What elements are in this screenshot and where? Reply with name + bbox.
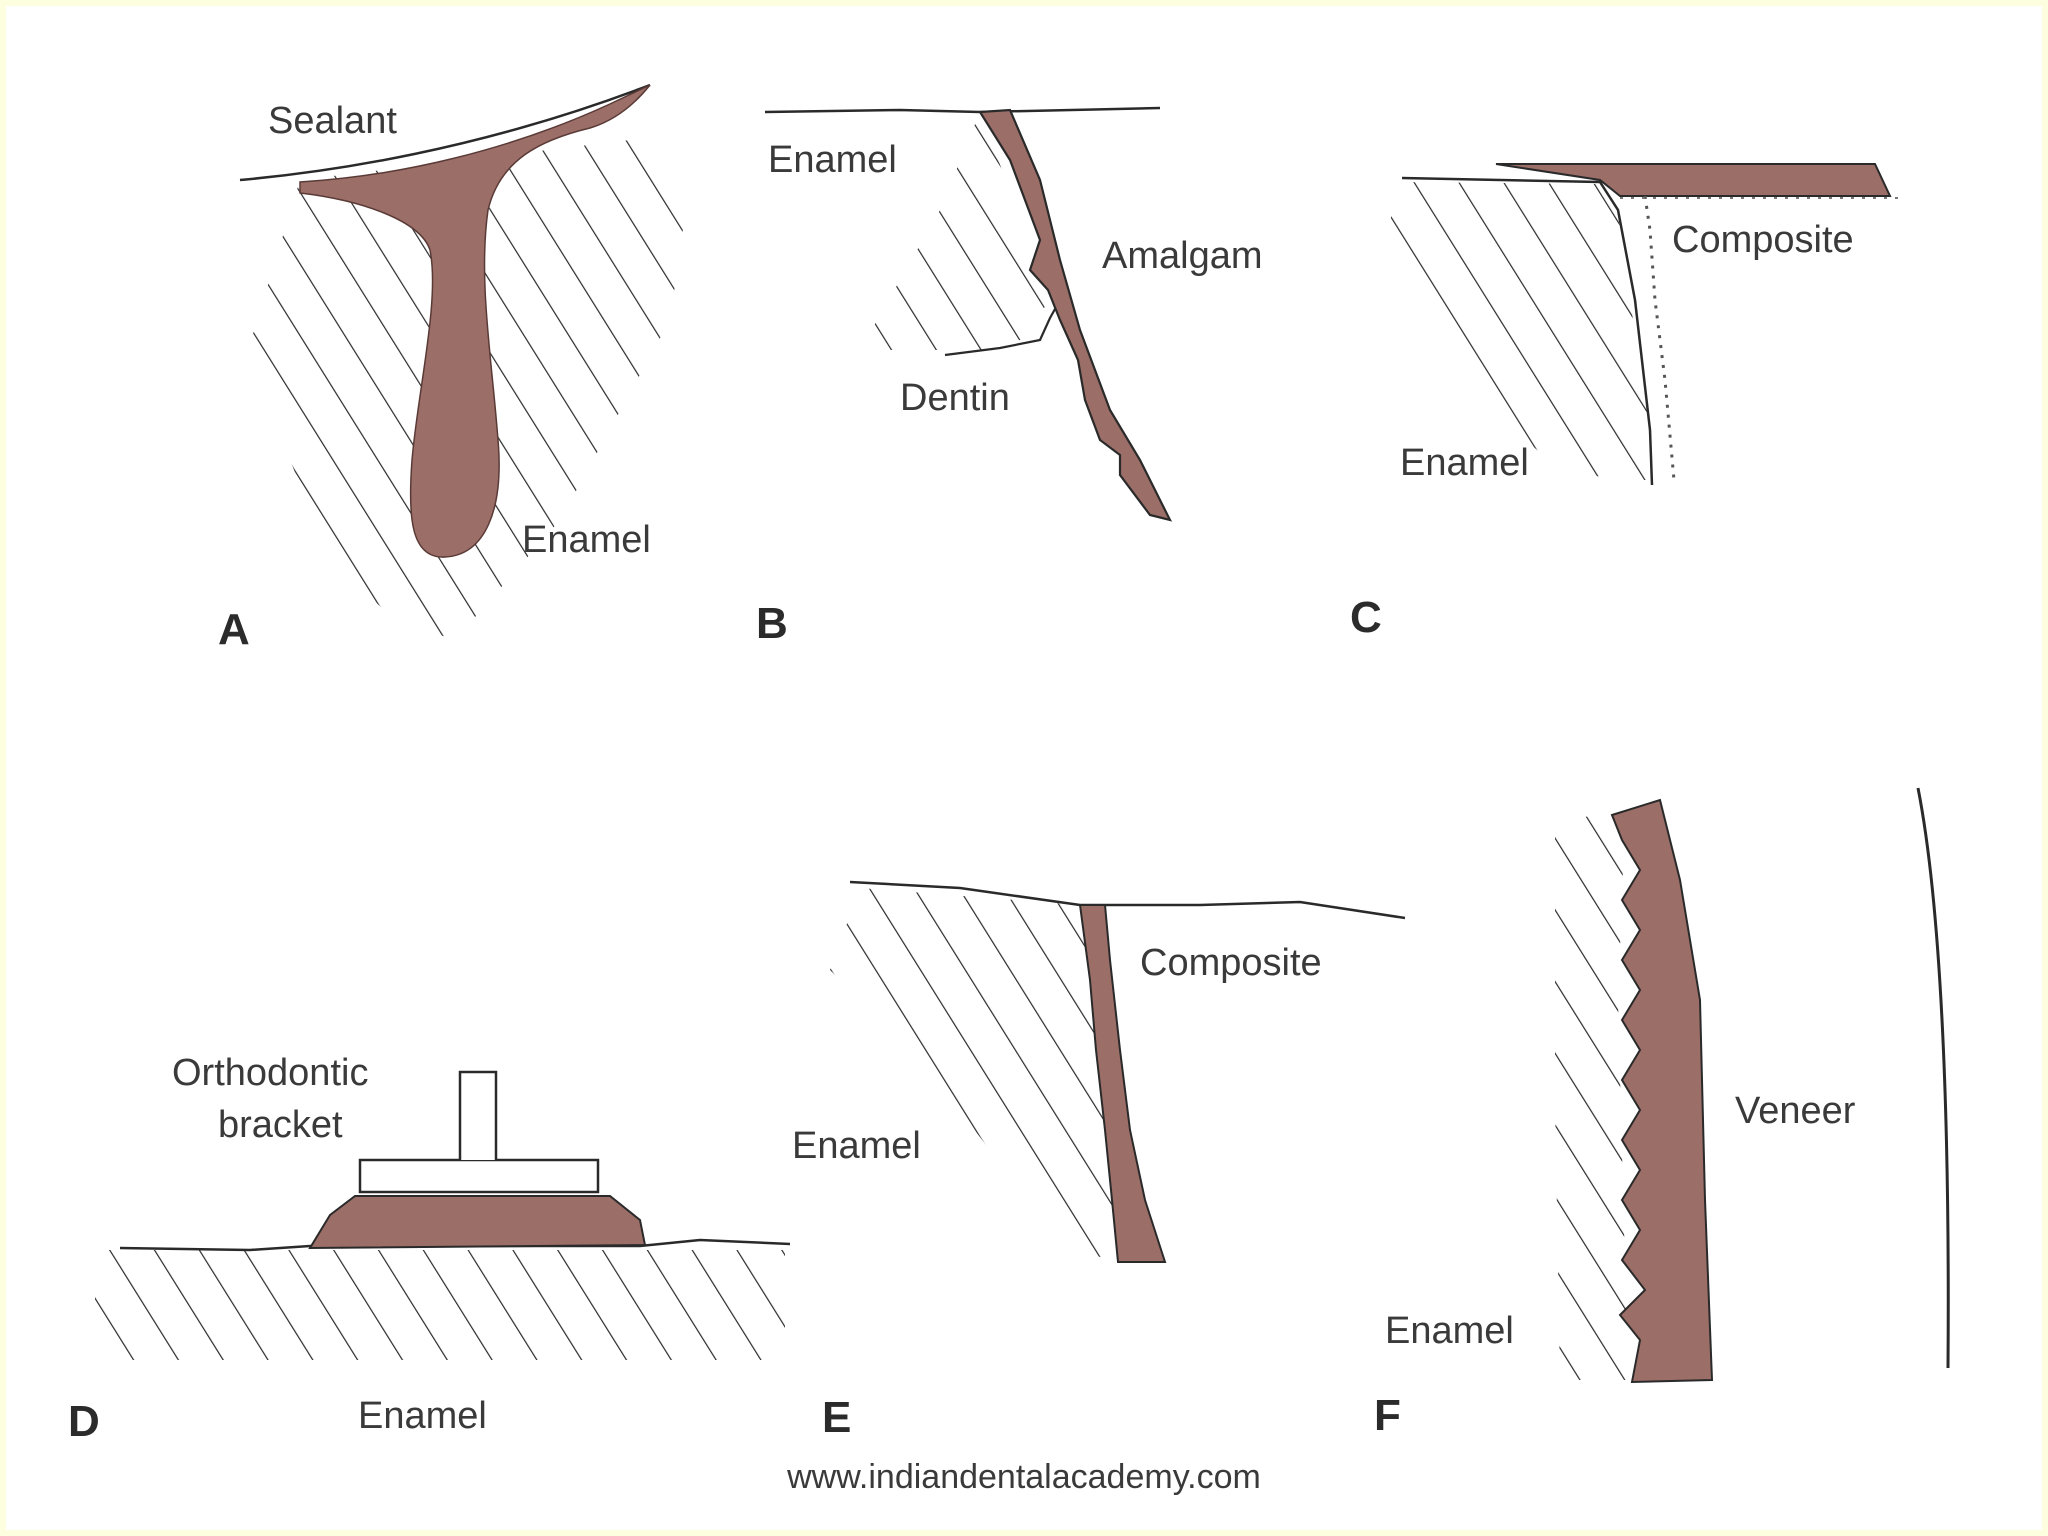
panel-e-composite-label: Composite: [1140, 942, 1322, 984]
panel-e: Composite Enamel E: [792, 880, 1406, 1442]
panel-d-adhesive: [308, 1195, 647, 1250]
panel-f-tooth-outline: [1916, 787, 1950, 1369]
panel-b: Enamel Amalgam Dentin B: [756, 106, 1263, 648]
panel-c-letter: C: [1350, 593, 1382, 642]
website-watermark: www.indiandentalacademy.com: [786, 1458, 1261, 1496]
panel-e-composite: [1078, 904, 1167, 1263]
panel-c-enamel-label: Enamel: [1400, 442, 1529, 484]
panel-f-enamel-label: Enamel: [1385, 1310, 1514, 1352]
panel-c-surface-line: [1401, 176, 1654, 486]
panel-e-surface-line: [849, 880, 1406, 920]
panel-c-margin-line: [1643, 195, 1676, 481]
panel-a-letter: A: [218, 605, 250, 654]
panel-b-amalgam-label: Amalgam: [1102, 235, 1263, 277]
panel-c-enamel: [1380, 182, 1655, 480]
panel-d-bracket-stem: [458, 1070, 498, 1160]
panel-d: Orthodontic bracket Enamel D: [68, 1052, 791, 1446]
panel-d-enamel: [95, 1250, 785, 1360]
panel-a-sealant: [299, 84, 651, 558]
panel-f-veneer-label: Veneer: [1735, 1090, 1856, 1132]
panel-e-letter: E: [822, 1393, 851, 1442]
panel-f-enamel: [1555, 815, 1628, 1380]
panel-f: Veneer Enamel F: [1374, 787, 1950, 1440]
panel-d-enamel-label: Enamel: [358, 1395, 487, 1437]
panel-a-surface-line: [239, 83, 651, 182]
panel-d-bracket-label-line1: Orthodontic: [172, 1052, 368, 1094]
panel-b-letter: B: [756, 599, 788, 648]
panel-b-enamel-label: Enamel: [768, 139, 897, 181]
panel-b-enamel: [860, 112, 1050, 358]
panel-a-enamel-label: Enamel: [522, 519, 651, 561]
panel-c-composite-label: Composite: [1672, 219, 1854, 261]
panel-d-letter: D: [68, 1397, 100, 1446]
panel-b-surface-line: [764, 106, 1161, 114]
panel-d-bracket-base: [358, 1158, 600, 1194]
panel-f-veneer: [1610, 798, 1714, 1384]
panel-a-sealant-label: Sealant: [268, 100, 397, 142]
panel-e-enamel-label: Enamel: [792, 1125, 921, 1167]
panel-b-amalgam: [978, 108, 1173, 522]
panel-c-composite-bar: [1495, 163, 1892, 197]
panel-b-dentin-label: Dentin: [900, 377, 1010, 419]
panel-c: Composite Enamel C: [1350, 163, 1900, 642]
panel-a: Sealant Enamel A: [218, 83, 690, 654]
panel-e-enamel: [830, 888, 1118, 1260]
panel-f-letter: F: [1374, 1391, 1401, 1440]
panel-b-dentin-line: [944, 299, 1061, 357]
panel-d-bracket-label-line2: bracket: [218, 1104, 343, 1146]
